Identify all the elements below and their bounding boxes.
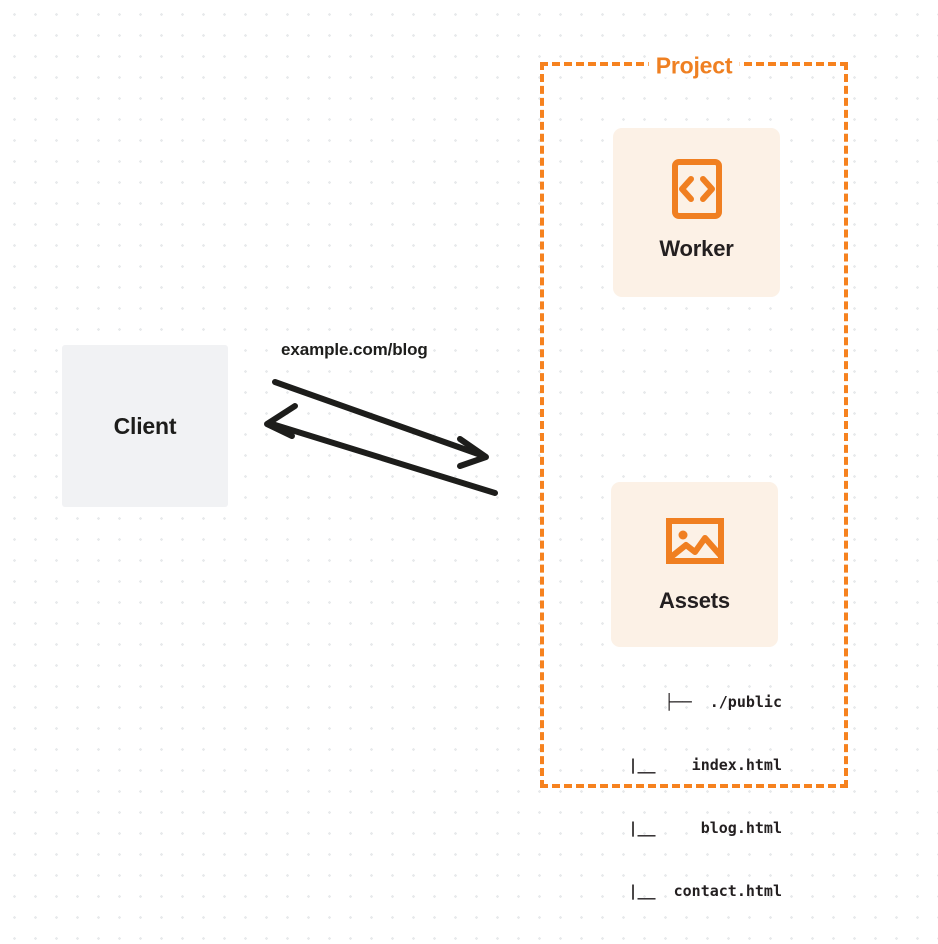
node-assets[interactable]: Assets [611, 482, 778, 647]
project-container: Project [540, 54, 848, 788]
image-icon [665, 518, 724, 564]
node-client[interactable]: Client [62, 345, 228, 507]
file-tree-row: |__ index.html [628, 756, 782, 774]
assets-file-tree: ├── ./public |__ index.html |__ blog.htm… [586, 650, 782, 944]
node-assets-label: Assets [659, 588, 730, 613]
node-client-label: Client [113, 412, 177, 439]
node-worker[interactable]: Worker [613, 128, 780, 297]
arrow-project-to-client [264, 403, 498, 496]
diagram-canvas: Client example.com/blog Project Worker [62, 54, 848, 900]
file-tree-row: |__ contact.html [628, 882, 782, 900]
connection-label: example.com/blog [281, 340, 428, 359]
project-title: Project [648, 54, 740, 78]
node-worker-label: Worker [659, 236, 734, 261]
connection-arrows [264, 379, 498, 496]
file-tree-row: ├── ./public [664, 693, 782, 711]
file-tree-row: |__ blog.html [628, 819, 782, 837]
code-brackets-icon [671, 159, 722, 219]
arrow-client-to-project [272, 379, 489, 469]
